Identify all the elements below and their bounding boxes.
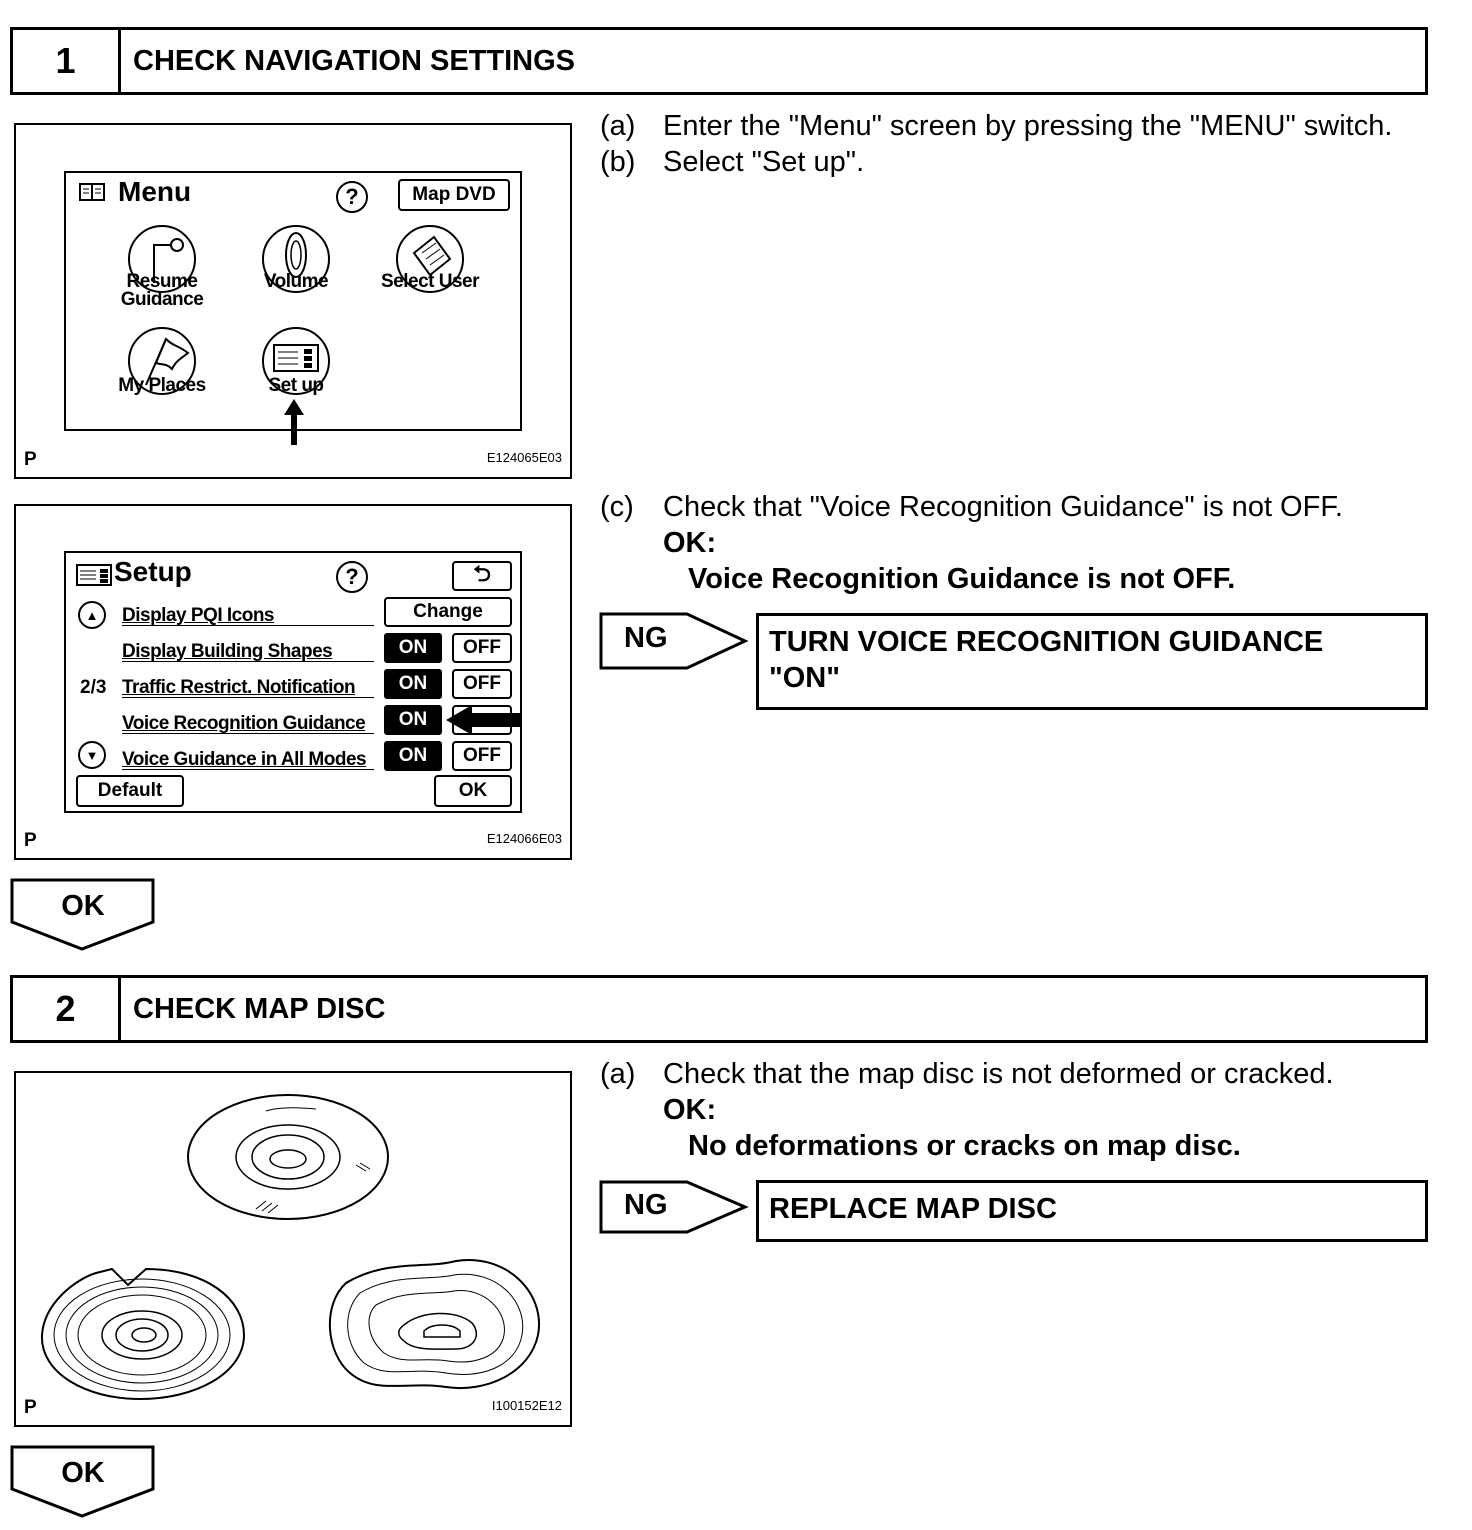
menu-title: Menu — [118, 176, 192, 207]
fig-code: E124065E03 — [486, 450, 562, 465]
instruction-b: (b)Select "Set up". — [600, 146, 865, 178]
on-button[interactable]: ON — [384, 741, 442, 771]
scroll-up-icon[interactable]: ▲ — [78, 601, 106, 629]
default-button[interactable]: Default — [76, 775, 184, 807]
row-divider — [122, 661, 374, 662]
volume-icon[interactable] — [260, 223, 332, 295]
ok-down-arrow — [10, 1445, 155, 1518]
volume-label[interactable]: Volume — [263, 271, 329, 292]
setup-figure: Setup ? ⮌ ▲ 2/3 ▼ Display PQI Icons Chan… — [14, 504, 572, 860]
row-voice-guidance-all-modes: Voice Guidance in All Modes — [122, 749, 367, 770]
fig-p-mark: P — [24, 449, 37, 470]
help-icon[interactable]: ? — [336, 561, 368, 593]
ok-button[interactable]: OK — [434, 775, 512, 807]
step-number: 2 — [13, 978, 121, 1040]
disc-illustration — [40, 1094, 541, 1401]
row-traffic-restrict-notification: Traffic Restrict. Notification — [122, 677, 356, 698]
setup-title: Setup — [114, 556, 192, 587]
step-title: CHECK NAVIGATION SETTINGS — [133, 44, 575, 77]
ok-heading: OK: — [663, 1094, 717, 1126]
help-icon[interactable]: ? — [336, 181, 368, 213]
setup-icon[interactable] — [260, 325, 332, 397]
my-places-label[interactable]: My Places — [118, 375, 206, 396]
ok-criteria: Voice Recognition Guidance is not OFF. — [688, 563, 1236, 595]
setup-list-icon — [76, 564, 112, 586]
off-button[interactable]: OFF — [452, 633, 512, 663]
ng-result-line-1: TURN VOICE RECOGNITION GUIDANCE — [769, 626, 1324, 658]
fig-code: I100152E12 — [491, 1398, 562, 1413]
ng-label: NG — [624, 622, 668, 654]
on-button[interactable]: ON — [384, 633, 442, 663]
on-button[interactable]: ON — [384, 705, 442, 735]
row-divider — [122, 769, 374, 770]
change-button[interactable]: Change — [384, 597, 512, 627]
ok-down-arrow — [10, 878, 155, 951]
disc-figure: P I100152E12 — [14, 1071, 572, 1427]
ng-arrow — [599, 612, 749, 670]
fig-code: E124066E03 — [486, 831, 562, 846]
up-arrow-icon — [284, 399, 304, 445]
select-user-label[interactable]: Select User — [380, 271, 480, 292]
ng-result-line-1: REPLACE MAP DISC — [769, 1193, 1057, 1225]
row-divider — [122, 697, 374, 698]
on-button[interactable]: ON — [384, 669, 442, 699]
resume-guidance-icon[interactable] — [126, 223, 198, 295]
step-1-header: 1 CHECK NAVIGATION SETTINGS — [10, 27, 1428, 95]
row-display-building-shapes: Display Building Shapes — [122, 641, 333, 662]
row-display-pqi-icons: Display PQI Icons — [122, 605, 275, 626]
map-dvd-button[interactable]: Map DVD — [398, 179, 510, 211]
ng-result-line-2: "ON" — [769, 662, 840, 694]
left-arrow-icon — [446, 705, 522, 735]
flag-icon[interactable] — [126, 325, 198, 397]
back-button[interactable]: ⮌ — [452, 561, 512, 591]
row-voice-recognition-guidance: Voice Recognition Guidance — [122, 713, 366, 734]
ok-heading: OK: — [663, 527, 717, 559]
setup-screen: Setup ? ⮌ ▲ 2/3 ▼ Display PQI Icons Chan… — [64, 551, 522, 813]
instruction-a: (a)Enter the "Menu" screen by pressing t… — [600, 110, 1393, 142]
step-title: CHECK MAP DISC — [133, 992, 386, 1025]
step-number: 1 — [13, 30, 121, 92]
step-2-header: 2 CHECK MAP DISC — [10, 975, 1428, 1043]
select-user-icon[interactable] — [394, 223, 466, 295]
ok-criteria: No deformations or cracks on map disc. — [688, 1130, 1241, 1162]
fig-p-mark: P — [24, 1397, 37, 1418]
setup-label[interactable]: Set up — [268, 375, 324, 396]
off-button[interactable]: OFF — [452, 669, 512, 699]
ng-arrow — [599, 1180, 749, 1234]
page-indicator: 2/3 — [80, 677, 107, 698]
row-divider — [122, 625, 374, 626]
scroll-down-icon[interactable]: ▼ — [78, 741, 106, 769]
ng-result-box: TURN VOICE RECOGNITION GUIDANCE "ON" — [756, 613, 1428, 710]
row-divider — [122, 733, 374, 734]
menu-book-icon — [79, 183, 105, 201]
instruction-a: (a)Check that the map disc is not deform… — [600, 1058, 1334, 1090]
ng-label: NG — [624, 1189, 668, 1221]
instruction-c: (c)Check that "Voice Recognition Guidanc… — [600, 491, 1343, 523]
fig-p-mark: P — [24, 830, 37, 851]
ok-arrow-label: OK — [61, 1457, 105, 1489]
off-button[interactable]: OFF — [452, 741, 512, 771]
ng-result-box: REPLACE MAP DISC — [756, 1180, 1428, 1242]
ok-arrow-label: OK — [61, 890, 105, 922]
